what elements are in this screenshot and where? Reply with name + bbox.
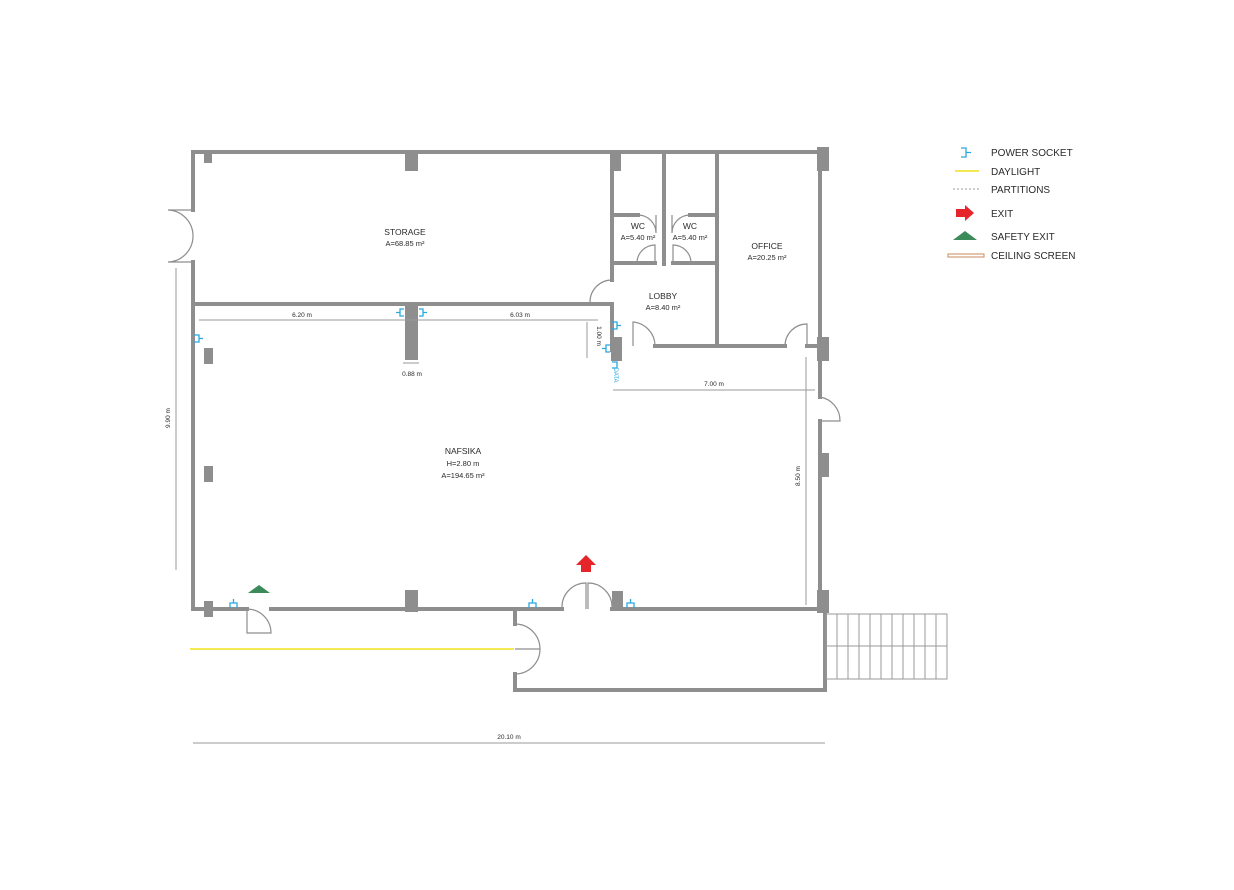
door <box>167 209 194 237</box>
legend-label: PARTITIONS <box>991 185 1050 196</box>
door <box>672 244 692 264</box>
exit-arrow-icon <box>956 205 974 221</box>
door <box>784 323 808 347</box>
legend-label: CEILING SCREEN <box>991 251 1075 262</box>
ceiling-screen-icon <box>947 253 985 258</box>
room-name-wc-1: WC <box>631 221 645 231</box>
door <box>637 214 657 234</box>
power-socket-icon <box>419 308 427 317</box>
column <box>611 337 622 361</box>
legend-label: SAFETY EXIT <box>991 232 1055 243</box>
legend-item-ceiling-screen: CEILING SCREEN <box>947 251 1075 262</box>
room-area-wc-2: A=5.40 m² <box>673 233 708 242</box>
power-socket-icon <box>396 308 404 317</box>
legend-item-safety-exit: SAFETY EXIT <box>953 231 1055 243</box>
power-socket-icon <box>961 147 971 158</box>
dim-lobby-width: 7.00 m <box>704 381 724 388</box>
safety-exit-triangle-icon <box>953 231 977 240</box>
door <box>514 623 541 650</box>
power-socket-icon <box>528 599 537 608</box>
legend-item-partitions: PARTITIONS <box>953 185 1050 196</box>
power-socket-icon <box>194 334 203 343</box>
column <box>405 304 418 360</box>
door <box>671 214 691 234</box>
door <box>514 648 541 675</box>
room-area-wc-1: A=5.40 m² <box>621 233 656 242</box>
door <box>167 235 194 263</box>
room-labels: STORAGE A=68.85 m² WC A=5.40 m² WC A=5.4… <box>384 221 787 480</box>
room-name-lobby: LOBBY <box>649 291 678 301</box>
column <box>817 147 829 171</box>
dimension-lines <box>175 268 825 744</box>
exit-arrow-icon <box>576 555 596 572</box>
dim-left-height: 9.90 m <box>165 408 172 428</box>
room-area-nafsika: A=194.65 m² <box>441 471 485 480</box>
dim-right-height: 8.50 m <box>795 466 802 486</box>
dimension-labels: 6.20 m 6.03 m 0.88 m 1.00 m 7.00 m 9.90 … <box>165 312 802 741</box>
dim-top-right: 6.03 m <box>510 312 530 319</box>
door <box>589 279 613 303</box>
column <box>612 591 623 610</box>
column <box>817 590 829 613</box>
data-label: DATA <box>612 367 618 382</box>
room-name-storage: STORAGE <box>384 227 426 237</box>
room-height-nafsika: H=2.80 m <box>447 459 480 468</box>
column <box>405 590 418 612</box>
column <box>817 337 829 361</box>
legend-item-exit: EXIT <box>956 205 1013 221</box>
door <box>819 396 841 422</box>
column <box>204 152 212 163</box>
power-socket-icon <box>602 344 610 353</box>
door <box>587 582 613 609</box>
column <box>204 348 213 364</box>
columns <box>204 147 829 617</box>
legend-label: EXIT <box>991 209 1013 220</box>
power-socket-icon <box>612 321 621 330</box>
door <box>636 244 656 264</box>
doors <box>167 209 841 675</box>
dim-top-left: 6.20 m <box>292 312 312 319</box>
door <box>246 608 272 634</box>
power-socket-icon <box>612 361 618 369</box>
door <box>632 321 656 347</box>
walls <box>191 150 827 692</box>
door <box>561 582 587 609</box>
room-area-storage: A=68.85 m² <box>386 239 425 248</box>
legend-item-daylight: DAYLIGHT <box>955 167 1040 178</box>
column <box>204 466 213 482</box>
dim-door-gap: 1.00 m <box>595 326 602 346</box>
legend-label: POWER SOCKET <box>991 148 1073 159</box>
power-socket-icon <box>626 599 635 608</box>
legend-item-power-socket: POWER SOCKET <box>961 147 1073 159</box>
legend-label: DAYLIGHT <box>991 167 1040 178</box>
room-name-wc-2: WC <box>683 221 697 231</box>
room-area-lobby: A=8.40 m² <box>646 303 681 312</box>
power-socket-icon <box>229 599 238 608</box>
legend: POWER SOCKET DAYLIGHT PARTITIONS EXIT SA… <box>947 147 1075 262</box>
dim-total-width: 20.10 m <box>497 734 521 741</box>
column <box>818 453 829 477</box>
stairs <box>825 613 948 680</box>
safety-exit-triangle-icon <box>248 585 270 593</box>
column <box>204 601 213 617</box>
room-name-nafsika: NAFSIKA <box>445 446 482 456</box>
room-area-office: A=20.25 m² <box>748 253 787 262</box>
column <box>405 152 418 171</box>
power-sockets <box>194 308 635 608</box>
room-name-office: OFFICE <box>751 241 782 251</box>
column <box>610 152 621 171</box>
dim-column: 0.88 m <box>402 371 422 378</box>
